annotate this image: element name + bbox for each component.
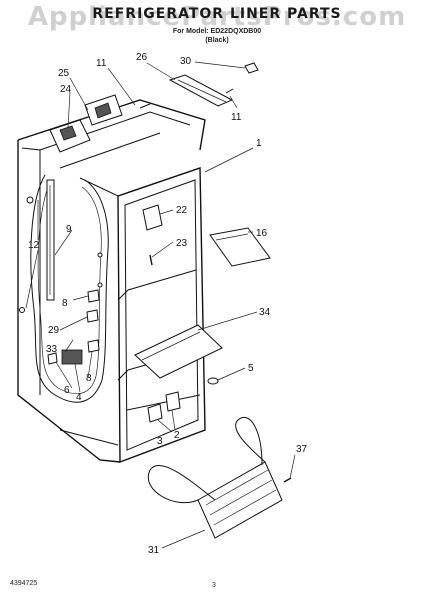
bottom-bracket	[147, 403, 163, 423]
watermark: AppliancePartsPros.com	[27, 2, 407, 32]
callout-11b: 11	[231, 112, 242, 123]
leader-lines	[25, 61, 296, 549]
screw-right	[225, 88, 234, 94]
callout-30: 30	[180, 56, 192, 67]
callout-5: 5	[248, 363, 254, 374]
callout-26: 26	[136, 52, 148, 63]
model-line: For Model: ED22DQXDB00	[172, 28, 262, 35]
document-number: 4394725	[10, 580, 38, 587]
callout-34: 34	[259, 307, 271, 318]
callout-1: 1	[256, 138, 262, 149]
callout-12: 12	[28, 240, 40, 251]
page-number: 3	[212, 582, 216, 589]
diagram-title: REFRIGERATOR LINER PARTS	[92, 6, 342, 22]
crisper-cover	[134, 324, 223, 379]
callout-22: 22	[176, 205, 188, 216]
callout-24: 24	[60, 84, 72, 95]
callout-11a: 11	[96, 58, 107, 69]
callout-8a: 8	[62, 298, 68, 309]
control-fixtures	[47, 289, 100, 365]
screw-upper	[139, 103, 151, 109]
heater-screw	[283, 477, 292, 483]
callout-4: 4	[76, 392, 82, 403]
hinge-assembly	[49, 94, 123, 153]
screw-part	[149, 254, 153, 266]
color-line: (Black)	[205, 37, 229, 44]
callout-23: 23	[176, 238, 188, 249]
callout-16: 16	[256, 228, 268, 239]
callout-33: 33	[46, 344, 58, 355]
callout-6: 6	[64, 385, 70, 396]
heater-part	[147, 417, 283, 539]
callout-3: 3	[157, 436, 163, 447]
clip-part	[244, 62, 259, 74]
shelf-support	[209, 227, 271, 267]
top-bracket	[168, 74, 234, 107]
callout-29: 29	[48, 325, 60, 336]
callout-37: 37	[296, 444, 308, 455]
callout-2: 2	[174, 430, 180, 441]
bracket-part	[142, 204, 163, 231]
callout-31: 31	[148, 545, 160, 556]
callout-9: 9	[66, 224, 72, 235]
grommet-part	[207, 377, 219, 385]
callout-8b: 8	[86, 373, 92, 384]
callout-labels: 1 2 3 4 5 6 8 8 9 11 11 12 16 22 23 24 2…	[28, 52, 308, 556]
callout-25: 25	[58, 68, 70, 79]
bottom-clip	[165, 391, 181, 412]
